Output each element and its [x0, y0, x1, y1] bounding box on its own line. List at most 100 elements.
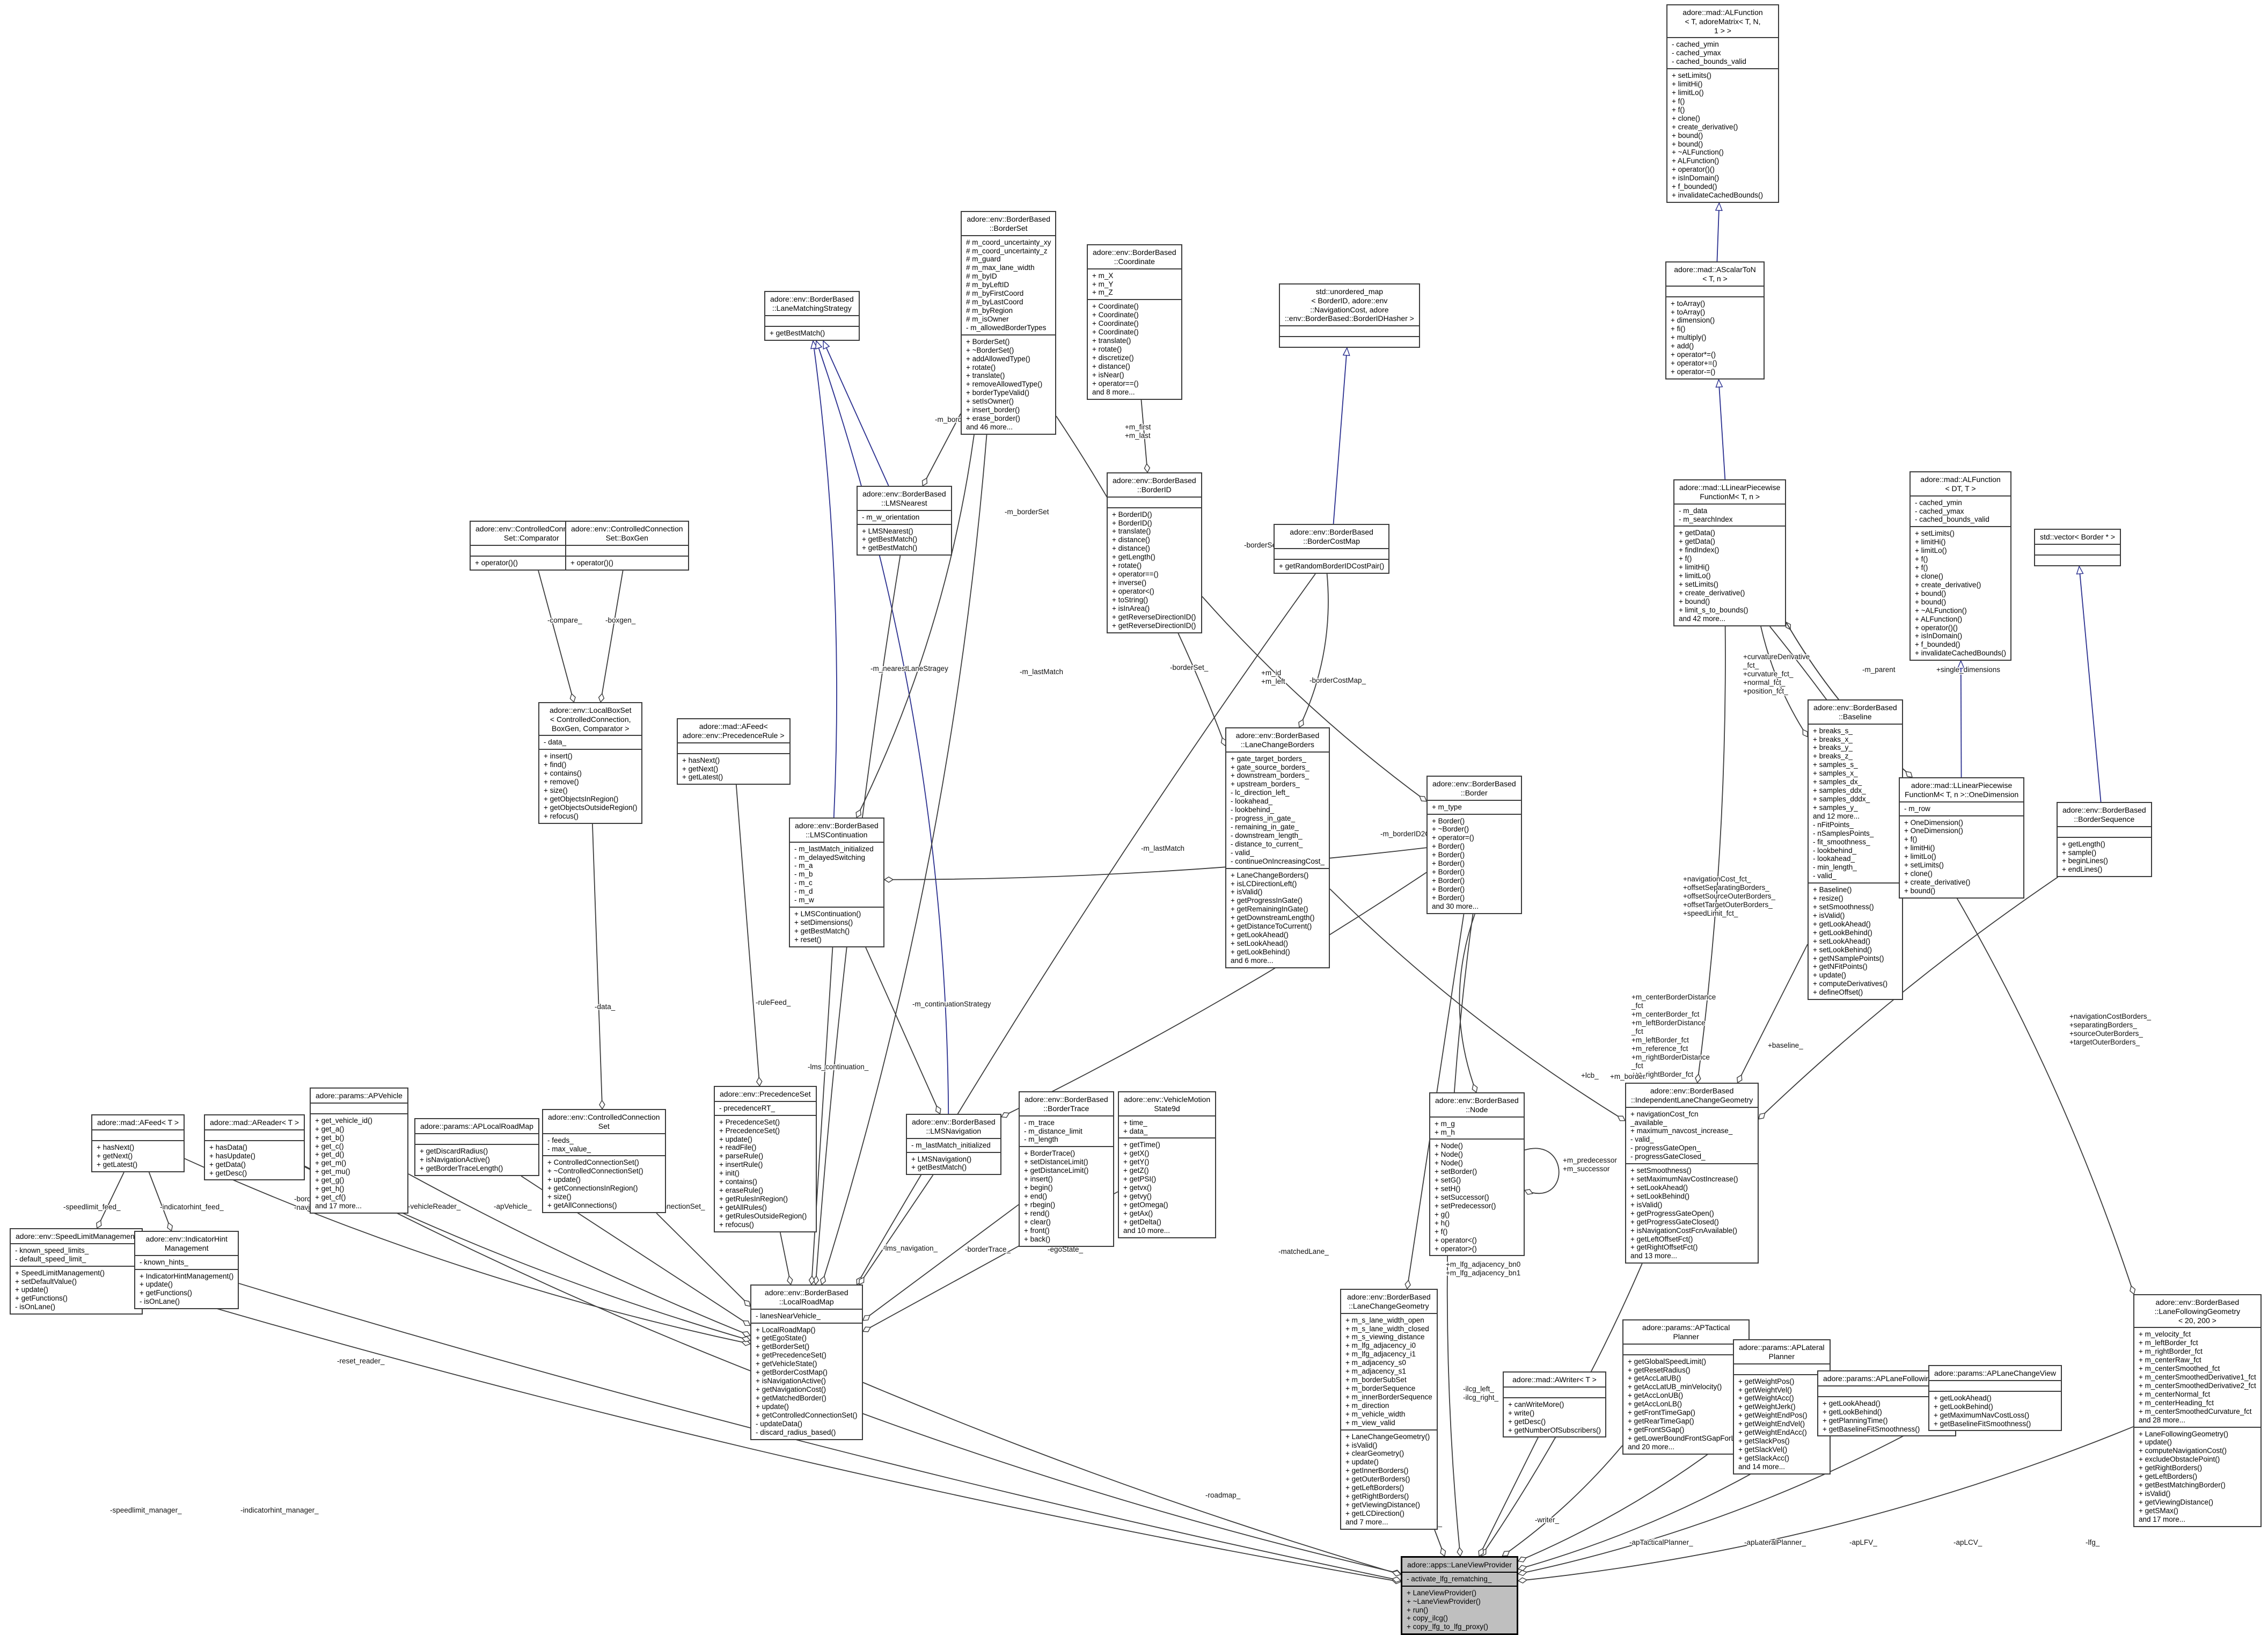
class-title: adore::env::ControlledConnection Set::Co…: [475, 524, 588, 542]
uml-class-afeed_t[interactable]: adore::mad::AFeed< T >+ hasNext()+ getNe…: [91, 1114, 185, 1172]
method-line: + toString(): [1112, 595, 1148, 604]
methods-compartment: + getBestMatch(): [765, 325, 859, 340]
uml-class-bordercostmap[interactable]: adore::env::BorderBased ::BorderCostMap+…: [1274, 524, 1390, 574]
uml-class-aplateralplanner[interactable]: adore::params::APLateral Planner+ getWei…: [1733, 1339, 1831, 1475]
uml-class-alfunction_dt[interactable]: adore::mad::ALFunction < DT, T >- cached…: [1909, 471, 2011, 661]
edge-label: +targetOuterBorders_: [2069, 1038, 2140, 1046]
uml-class-localroadmap[interactable]: adore::env::BorderBased ::LocalRoadMap- …: [750, 1284, 863, 1440]
method-line: + operator=(): [1432, 834, 1474, 842]
uml-class-onedimension[interactable]: adore::mad::LLinearPiecewise FunctionM< …: [1899, 777, 2025, 899]
attribute-line: - activate_lfg_rematching_: [1407, 1574, 1492, 1583]
edge-label: -boxgen_: [605, 616, 636, 624]
attribute-line: + samples_x_: [1813, 769, 1858, 778]
attribute-line: + samples_s_: [1813, 761, 1858, 769]
method-line: + getWeightAcc(): [1738, 1394, 1794, 1403]
uml-class-speedlimitmanagement[interactable]: adore::env::SpeedLimitManagement- known_…: [10, 1228, 143, 1315]
method-line: + bound(): [1672, 131, 1703, 140]
uml-class-lmsnearest[interactable]: adore::env::BorderBased ::LMSNearest- m_…: [857, 486, 952, 556]
method-line: + isNavigationCostFcnAvailable(): [1630, 1226, 1737, 1235]
uml-class-lanechangegeometry[interactable]: adore::env::BorderBased ::LaneChangeGeom…: [1340, 1289, 1438, 1530]
method-line: + setLookBehind(): [1630, 1192, 1689, 1200]
method-line: + getLength(): [2062, 840, 2105, 848]
method-line: and 20 more...: [1628, 1442, 1675, 1451]
method-line: + g(): [1435, 1210, 1450, 1218]
uml-class-node[interactable]: adore::env::BorderBased ::Node+ m_g+ m_h…: [1429, 1092, 1525, 1257]
uml-class-ilcg[interactable]: adore::env::BorderBased ::IndependentLan…: [1625, 1083, 1759, 1264]
methods-compartment: + insert()+ find()+ contains()+ remove()…: [539, 749, 642, 822]
uml-class-border[interactable]: adore::env::BorderBased ::Border+ m_type…: [1426, 776, 1522, 914]
attributes-compartment: - m_trace- m_distance_limit- m_length: [1020, 1115, 1113, 1147]
uml-class-localboxset[interactable]: adore::env::LocalBoxSet < ControlledConn…: [538, 702, 643, 824]
uml-class-alfunction_matrix[interactable]: adore::mad::ALFunction < T, adoreMatrix<…: [1666, 4, 1779, 203]
uml-class-lmscontinuation[interactable]: adore::env::BorderBased ::LMSContinuatio…: [789, 818, 884, 947]
uml-class-ascalarton[interactable]: adore::mad::AScalarToN < T, n >+ toArray…: [1665, 261, 1765, 379]
uml-class-lanematchingstrategy[interactable]: adore::env::BorderBased ::LaneMatchingSt…: [764, 291, 860, 341]
method-line: + LaneFollowingGeometry(): [2139, 1429, 2228, 1438]
uml-class-vehiclemotionstate[interactable]: adore::env::VehicleMotion State9d+ time_…: [1118, 1091, 1217, 1238]
uml-class-lanefollowinggeometry[interactable]: adore::env::BorderBased ::LaneFollowingG…: [2133, 1294, 2262, 1527]
method-line: + getLatest(): [682, 773, 723, 782]
method-line: + getSlackAcc(): [1738, 1454, 1789, 1462]
uml-class-coordinate[interactable]: adore::env::BorderBased ::Coordinate+ m_…: [1087, 244, 1182, 400]
uml-class-borderset[interactable]: adore::env::BorderBased ::BorderSet# m_c…: [961, 211, 1057, 435]
method-line: + Border(): [1432, 859, 1465, 868]
uml-class-lmsnavigation[interactable]: adore::env::BorderBased ::LMSNavigation-…: [906, 1114, 1001, 1176]
method-line: + getRulesOutsideRegion(): [719, 1211, 807, 1220]
methods-compartment: + LaneViewProvider()+ ~LaneViewProvider(…: [1402, 1585, 1517, 1634]
uml-class-laneviewprovider[interactable]: adore::apps::LaneViewProvider- activate_…: [1401, 1556, 1519, 1635]
method-line: + BorderID(): [1112, 510, 1152, 519]
uml-class-vector_border[interactable]: std::vector< Border * >: [2034, 529, 2121, 566]
uml-class-llpfm[interactable]: adore::mad::LLinearPiecewise FunctionM< …: [1673, 479, 1787, 626]
method-line: + ~LaneViewProvider(): [1407, 1597, 1481, 1605]
method-line: + f_bounded(): [1915, 640, 1960, 649]
method-line: + f(): [1904, 835, 1918, 844]
uml-class-borderid[interactable]: adore::env::BorderBased ::BorderID+ Bord…: [1107, 472, 1202, 633]
uml-class-aptacticalplanner[interactable]: adore::params::APTactical Planner+ getGl…: [1622, 1319, 1750, 1455]
method-line: + getLookBehind(): [1823, 1407, 1882, 1416]
uml-class-areader_t[interactable]: adore::mad::AReader< T >+ hasData()+ has…: [204, 1114, 305, 1181]
method-line: + BorderID(): [1112, 519, 1152, 527]
uml-class-lanechangeborders[interactable]: adore::env::BorderBased ::LaneChangeBord…: [1225, 727, 1330, 968]
method-line: + getFrontSGap(): [1628, 1425, 1685, 1434]
method-line: + limitHi(): [1679, 563, 1710, 572]
method-line: + beginLines(): [2062, 857, 2108, 865]
uml-class-apvehicle[interactable]: adore::params::APVehicle+ get_vehicle_id…: [310, 1087, 408, 1214]
method-line: + ALFunction(): [1915, 615, 1963, 623]
uml-class-afeed_precedencerule[interactable]: adore::mad::AFeed< adore::env::Precedenc…: [677, 718, 791, 785]
edge-lmscontinuation-lanematchingstrategy: [813, 341, 837, 818]
uml-class-baseline[interactable]: adore::env::BorderBased ::Baseline+ brea…: [1808, 699, 1903, 1001]
method-line: + sample(): [2062, 848, 2097, 857]
uml-class-unordered_map[interactable]: std::unordered_map < BorderID, adore::en…: [1279, 283, 1420, 348]
uml-class-bordersequence[interactable]: adore::env::BorderBased ::BorderSequence…: [2057, 802, 2152, 878]
attributes-compartment: + m_s_lane_width_open+ m_s_lane_width_cl…: [1341, 1312, 1437, 1429]
uml-class-aplocalroadmap[interactable]: adore::params::APLocalRoadMap+ getDiscar…: [414, 1118, 539, 1176]
attribute-line: + breaks_y_: [1813, 743, 1853, 752]
attribute-line: - remaining_in_gate_: [1231, 822, 1299, 831]
method-line: + setSmoothness(): [1813, 903, 1874, 911]
uml-class-bordertrace[interactable]: adore::env::BorderBased ::BorderTrace- m…: [1019, 1091, 1114, 1247]
uml-class-awriter[interactable]: adore::mad::AWriter< T >+ canWriteMore()…: [1503, 1371, 1606, 1438]
edge-label: +m_lfg_adjacency_bn0: [1446, 1260, 1520, 1268]
attribute-line: + m_Y: [1092, 280, 1114, 288]
uml-class-boxgen[interactable]: adore::env::ControlledConnection Set::Bo…: [565, 521, 689, 571]
edge-label: +m_rightBorder_fct: [1632, 1070, 1693, 1078]
uml-class-indicatorhintmanagement[interactable]: adore::env::IndicatorHint Management- kn…: [134, 1231, 239, 1310]
method-line: + reset(): [794, 935, 822, 944]
method-line: + setSmoothness(): [1630, 1166, 1692, 1175]
edge-border-node: [1459, 914, 1476, 1092]
method-line: + getWeightPos(): [1738, 1377, 1795, 1385]
method-line: + clone(): [1915, 572, 1943, 580]
uml-class-controlledconnectionset[interactable]: adore::env::ControlledConnection Set- fe…: [542, 1109, 666, 1213]
method-line: + operator()(): [570, 558, 613, 567]
method-line: + getDistanceLimit(): [1024, 1166, 1089, 1175]
edge-label: -speedlimit_feed_: [63, 1203, 121, 1211]
uml-class-aplanechangeview[interactable]: adore::params::APLaneChangeView+ getLook…: [1928, 1365, 2062, 1432]
attributes-compartment: [1623, 1343, 1749, 1354]
method-line: + invalidateCachedBounds(): [1672, 191, 1763, 200]
method-line: + getData(): [1679, 529, 1715, 537]
method-line: + insert(): [1024, 1175, 1053, 1184]
edge-localboxset-controlledconnectionset: [592, 823, 602, 1109]
uml-class-precedenceset[interactable]: adore::env::PrecedenceSet- precedenceRT_…: [714, 1086, 817, 1232]
attribute-line: + gate_target_borders_: [1231, 754, 1306, 763]
edge-speedlimitmanagement-laneviewprovider: [142, 1286, 1401, 1582]
